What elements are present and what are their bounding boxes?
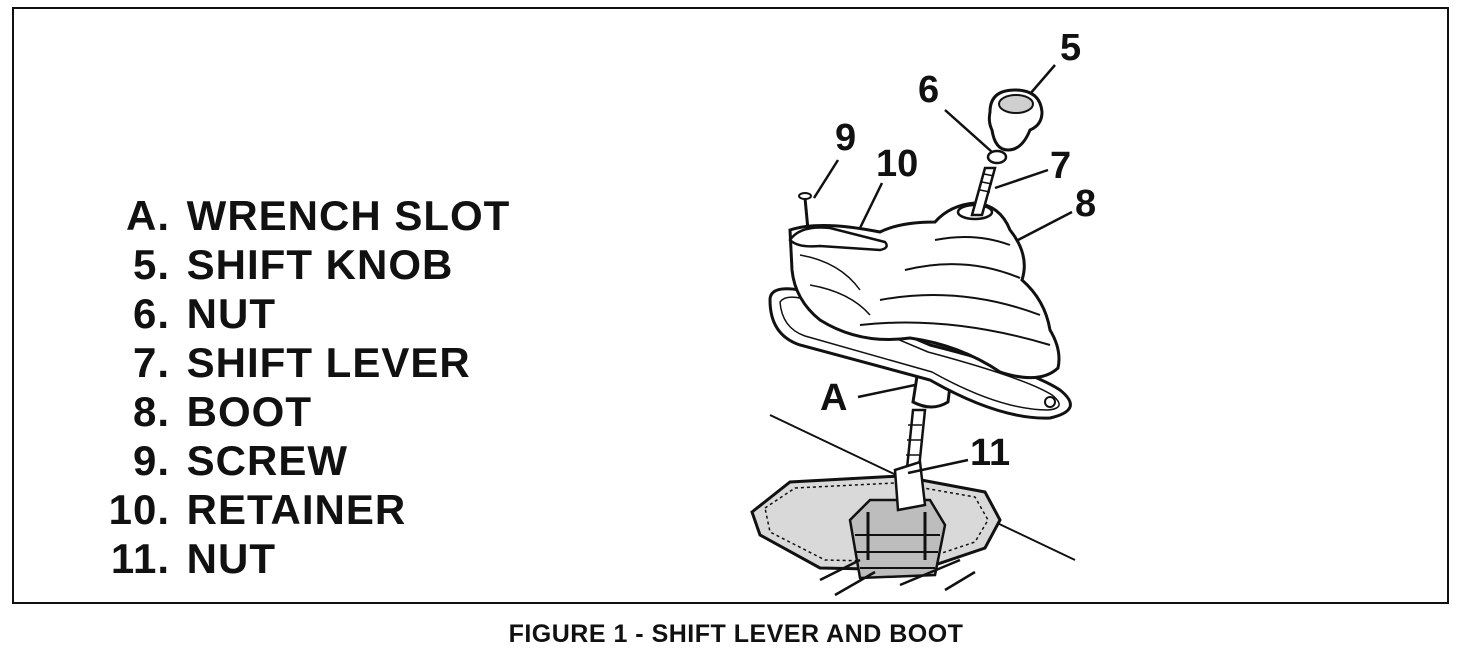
leader-7 bbox=[994, 168, 1049, 190]
leader-11 bbox=[907, 458, 969, 475]
legend-key: 6. bbox=[132, 290, 170, 337]
leader-9 bbox=[812, 159, 840, 199]
legend-label: SHIFT KNOB bbox=[186, 241, 454, 288]
leader-lines bbox=[812, 64, 1073, 475]
legend-item-retainer: 10. RETAINER bbox=[88, 485, 510, 534]
legend-key: 7. bbox=[132, 339, 170, 386]
callout-11: 11 bbox=[970, 432, 1010, 474]
nut-6 bbox=[986, 149, 1008, 165]
legend-key: 9. bbox=[132, 437, 170, 484]
legend-key: 5. bbox=[132, 241, 170, 288]
callout-9: 9 bbox=[835, 117, 856, 159]
legend-label: NUT bbox=[186, 535, 276, 582]
figure-caption: FIGURE 1 - SHIFT LEVER AND BOOT bbox=[508, 620, 964, 648]
lever-lower-shaft bbox=[893, 408, 927, 512]
leader-6 bbox=[944, 109, 993, 153]
legend-item-screw: 9. SCREW bbox=[88, 436, 510, 485]
leader-8 bbox=[1017, 210, 1073, 242]
leader-5 bbox=[1029, 64, 1056, 95]
legend-item-boot: 8. BOOT bbox=[88, 387, 510, 436]
legend-key: 11. bbox=[110, 535, 170, 582]
legend-key: A. bbox=[126, 192, 170, 239]
callout-10: 10 bbox=[876, 143, 918, 185]
legend-item-nut-6: 6. NUT bbox=[88, 289, 510, 338]
leader-a bbox=[857, 383, 916, 399]
legend-key: 10. bbox=[108, 486, 170, 533]
shift-knob bbox=[987, 88, 1044, 152]
leader-10 bbox=[858, 182, 884, 229]
legend-label: SHIFT LEVER bbox=[186, 339, 471, 386]
callout-a: A bbox=[820, 377, 847, 419]
legend-item-shift-knob: 5. SHIFT KNOB bbox=[88, 240, 510, 289]
callout-6: 6 bbox=[918, 69, 939, 111]
callout-7: 7 bbox=[1050, 145, 1071, 187]
transmission-base bbox=[750, 474, 1002, 597]
legend-item-nut-11: 11. NUT bbox=[88, 534, 510, 583]
screw bbox=[798, 192, 812, 231]
legend-label: BOOT bbox=[186, 388, 312, 435]
legend-label: RETAINER bbox=[186, 486, 407, 533]
legend-label: WRENCH SLOT bbox=[186, 192, 511, 239]
legend-label: SCREW bbox=[186, 437, 349, 484]
legend-key: 8. bbox=[132, 388, 170, 435]
parts-legend: A. WRENCH SLOT 5. SHIFT KNOB 6. NUT 7. S… bbox=[88, 191, 510, 583]
shift-lever bbox=[970, 166, 997, 217]
legend-item-shift-lever: 7. SHIFT LEVER bbox=[88, 338, 510, 387]
shift-lever-diagram: 5 6 7 8 9 10 A 11 bbox=[750, 27, 1096, 597]
callout-5: 5 bbox=[1060, 27, 1081, 69]
callout-8: 8 bbox=[1075, 183, 1096, 225]
figure-frame bbox=[12, 7, 1449, 604]
legend-item-wrench-slot: A. WRENCH SLOT bbox=[88, 191, 510, 240]
legend-label: NUT bbox=[186, 290, 276, 337]
